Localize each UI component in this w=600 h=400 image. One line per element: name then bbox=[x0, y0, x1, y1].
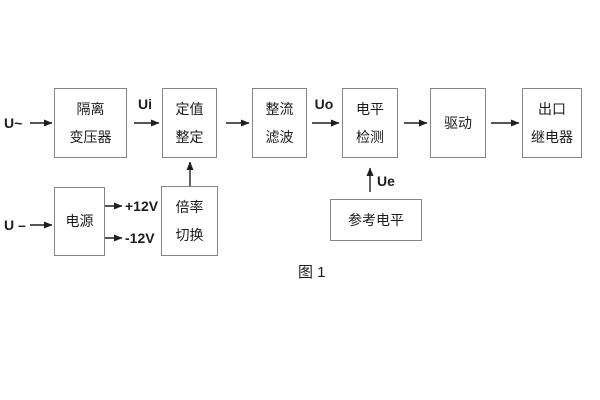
block-ratio-switching-line2: 切换 bbox=[175, 226, 204, 243]
label-ac-input: U~ bbox=[4, 115, 23, 131]
block-level-detection-line1: 电平 bbox=[356, 100, 384, 117]
block-value-setting-line2: 整定 bbox=[175, 128, 204, 145]
block-value-setting: 定值 整定 bbox=[162, 88, 217, 158]
block-power-supply-label: 电源 bbox=[65, 213, 94, 229]
label-plus-12v: +12V bbox=[125, 198, 159, 214]
block-rectifier-filter: 整流 滤波 bbox=[252, 88, 307, 158]
block-output-relay-line1: 出口 bbox=[538, 100, 566, 117]
block-level-detection-line2: 检测 bbox=[356, 128, 384, 145]
block-isolation-transformer-line2: 变压器 bbox=[69, 128, 112, 145]
block-output-relay: 出口 继电器 bbox=[522, 88, 582, 158]
block-output-relay-line2: 继电器 bbox=[531, 128, 573, 145]
block-isolation-transformer: 隔离 变压器 bbox=[54, 88, 127, 158]
block-value-setting-line1: 定值 bbox=[175, 100, 204, 117]
block-power-supply: 电源 bbox=[54, 187, 105, 256]
label-minus-12v: -12V bbox=[125, 230, 155, 246]
block-ratio-switching-line1: 倍率 bbox=[175, 198, 204, 215]
block-driver-label: 驱动 bbox=[444, 114, 472, 131]
label-ui: Ui bbox=[138, 96, 152, 112]
figure-caption: 图 1 bbox=[298, 264, 326, 281]
block-reference-level: 参考电平 bbox=[330, 199, 422, 241]
block-isolation-transformer-line1: 隔离 bbox=[76, 100, 105, 117]
block-driver: 驱动 bbox=[430, 88, 486, 158]
block-ratio-switching: 倍率 切换 bbox=[161, 186, 218, 256]
label-uo: Uo bbox=[314, 96, 334, 112]
block-rectifier-filter-line2: 滤波 bbox=[265, 128, 294, 145]
label-dc-input: U – bbox=[4, 217, 26, 233]
block-reference-level-label: 参考电平 bbox=[348, 211, 404, 228]
block-level-detection: 电平 检测 bbox=[342, 88, 398, 158]
label-ue: Ue bbox=[377, 173, 395, 189]
block-rectifier-filter-line1: 整流 bbox=[265, 100, 294, 117]
